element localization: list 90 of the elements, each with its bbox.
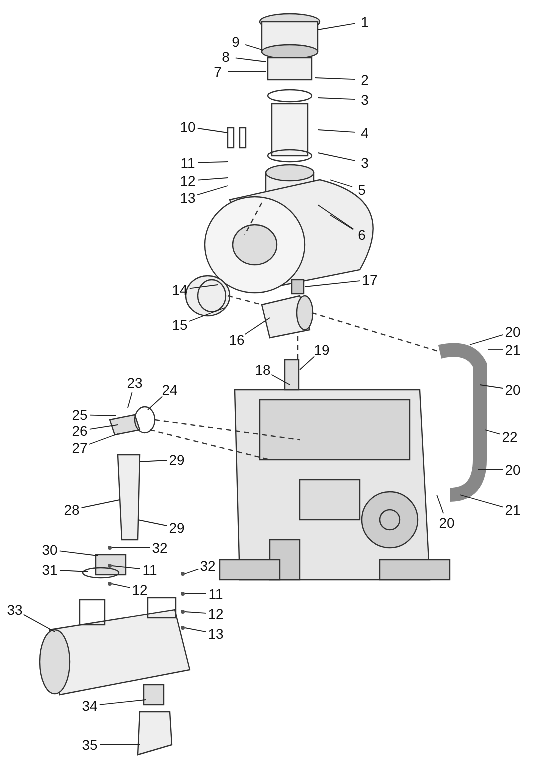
callout-number: 13 xyxy=(180,190,196,206)
leader-line xyxy=(318,204,354,230)
callout-number: 16 xyxy=(229,332,245,348)
callout-number: 11 xyxy=(208,586,224,602)
leader-line xyxy=(100,744,140,746)
callout-number: 8 xyxy=(222,49,230,65)
callout-number: 20 xyxy=(505,324,521,340)
leader-line xyxy=(197,128,228,134)
leader-line xyxy=(140,460,168,462)
leader-line xyxy=(112,584,131,588)
leader-line xyxy=(318,23,356,30)
callout-number: 12 xyxy=(208,606,224,622)
callout-number: 7 xyxy=(214,64,222,80)
callout-number: 26 xyxy=(72,423,88,439)
leader-line xyxy=(184,628,207,633)
callout-number: 20 xyxy=(505,382,521,398)
callout-number: 21 xyxy=(505,342,521,358)
callout-number: 29 xyxy=(169,520,185,536)
leader-line xyxy=(470,334,504,346)
callout-number: 24 xyxy=(162,382,178,398)
callout-number: 11 xyxy=(180,155,196,171)
callout-number: 31 xyxy=(42,562,58,578)
callout-number: 28 xyxy=(64,502,80,518)
leader-line xyxy=(128,392,133,408)
callout-number: 22 xyxy=(502,429,518,445)
leader-line xyxy=(300,356,316,370)
leader-line xyxy=(59,550,98,556)
leader-line xyxy=(81,500,120,508)
leader-line xyxy=(245,44,262,50)
leader-line xyxy=(318,130,356,133)
callout-number: 18 xyxy=(255,362,271,378)
leader-line xyxy=(436,494,444,514)
leader-line xyxy=(189,284,218,290)
leader-line xyxy=(480,384,504,389)
leader-line xyxy=(148,396,164,410)
leader-line xyxy=(198,162,228,164)
leader-line xyxy=(198,178,228,181)
leader-line xyxy=(60,570,88,572)
leader-line xyxy=(90,414,116,416)
leader-line xyxy=(23,614,56,632)
callout-number: 12 xyxy=(180,173,196,189)
leader-line xyxy=(184,568,200,574)
leader-line xyxy=(271,374,290,386)
leader-line xyxy=(304,280,361,288)
callout-number: 6 xyxy=(358,227,366,243)
callout-number: 1 xyxy=(361,14,369,30)
callout-number: 32 xyxy=(200,558,216,574)
callout-number: 23 xyxy=(127,375,143,391)
callout-number: 21 xyxy=(505,502,521,518)
leader-line xyxy=(314,78,356,80)
callout-number: 27 xyxy=(72,440,88,456)
leader-line xyxy=(138,520,168,526)
callout-number: 10 xyxy=(180,119,196,135)
callout-number: 15 xyxy=(172,317,188,333)
leader-line xyxy=(184,612,206,614)
callout-number: 29 xyxy=(169,452,185,468)
callout-number: 3 xyxy=(361,92,369,108)
leader-line xyxy=(99,700,146,706)
leader-line xyxy=(244,318,270,335)
callout-number: 12 xyxy=(132,582,148,598)
callout-number: 19 xyxy=(314,342,330,358)
leader-line xyxy=(88,434,118,445)
callout-number: 34 xyxy=(82,698,98,714)
callout-number: 32 xyxy=(152,540,168,556)
callout-number: 9 xyxy=(232,34,240,50)
leader-line xyxy=(188,308,226,322)
leader-line xyxy=(112,566,141,570)
leader-line xyxy=(330,180,353,188)
callout-number: 35 xyxy=(82,737,98,753)
leader-line xyxy=(318,98,356,100)
callout-number: 30 xyxy=(42,542,58,558)
callout-number: 20 xyxy=(439,515,455,531)
callout-number: 13 xyxy=(208,626,224,642)
leader-line xyxy=(484,430,501,435)
callout-number: 14 xyxy=(172,282,188,298)
leader-line xyxy=(330,214,354,230)
leader-line xyxy=(460,494,504,508)
callout-number: 2 xyxy=(361,72,369,88)
callout-number: 5 xyxy=(358,182,366,198)
callout-number: 33 xyxy=(7,602,23,618)
leader-line xyxy=(235,58,266,62)
callout-number: 3 xyxy=(361,155,369,171)
leader-line xyxy=(197,186,228,196)
callout-number: 20 xyxy=(505,462,521,478)
leader-line xyxy=(89,424,118,430)
callout-number: 17 xyxy=(362,272,378,288)
leader-line xyxy=(318,152,356,162)
callout-number: 11 xyxy=(142,562,158,578)
callout-number: 25 xyxy=(72,407,88,423)
callout-number: 4 xyxy=(361,125,369,141)
